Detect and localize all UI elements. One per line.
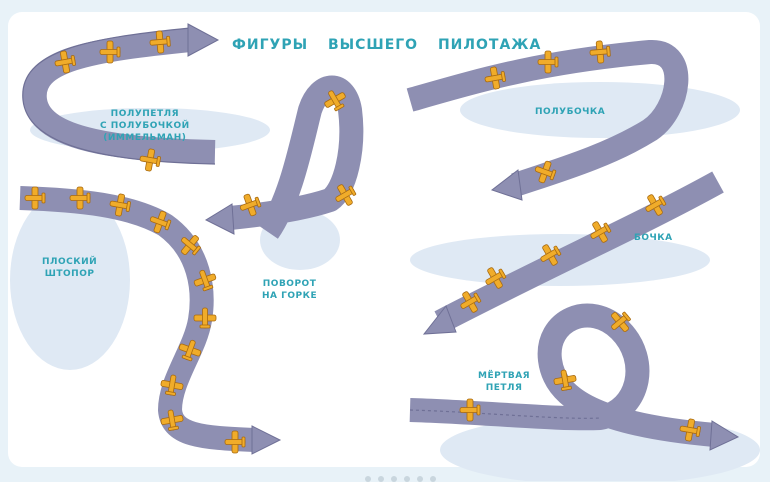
biplane-icon: [324, 90, 346, 112]
label-line: ПЛОСКИЙ: [42, 257, 98, 267]
biplane-icon: [160, 409, 184, 431]
label-line: БОЧКА: [634, 233, 673, 243]
biplane-icon: [139, 148, 161, 172]
label-half-roll: ПОЛУБОЧКА: [535, 106, 605, 118]
biplane-icon: [537, 50, 559, 74]
biplane-icon: [224, 430, 246, 454]
label-loop: МЁРТВАЯ ПЕТЛЯ: [478, 370, 530, 394]
page-dot[interactable]: [365, 476, 371, 482]
biplane-icon: [160, 374, 184, 396]
label-line: С ПОЛУБОЧКОЙ: [100, 121, 190, 131]
ribbon-loop: [409, 303, 717, 447]
arrowhead: [490, 169, 523, 201]
biplane-icon: [589, 40, 611, 64]
biplane-icon: [69, 186, 91, 210]
page-title: ФИГУРЫ ВЫСШЕГО ПИЛОТАЖА: [232, 37, 542, 53]
page-dot[interactable]: [417, 476, 423, 482]
label-immelmann: ПОЛУПЕТЛЯ С ПОЛУБОЧКОЙ (ИММЕЛЬМАН): [100, 108, 190, 144]
biplane-icon: [54, 50, 76, 74]
biplane-icon: [611, 311, 631, 332]
planes: [24, 30, 701, 454]
biplane-icon: [181, 235, 201, 256]
arrowhead: [709, 420, 740, 451]
label-roll: БОЧКА: [634, 232, 673, 244]
label-line: (ИММЕЛЬМАН): [103, 133, 187, 143]
label-turn: ПОВОРОТ НА ГОРКЕ: [262, 278, 317, 302]
page-dot[interactable]: [378, 476, 384, 482]
label-line: НА ГОРКЕ: [262, 291, 318, 301]
arrowheads: [187, 23, 740, 455]
biplane-icon: [553, 369, 577, 391]
ribbon-turn: [228, 75, 364, 239]
biplane-icon: [484, 66, 506, 90]
biplane-icon: [178, 339, 202, 362]
arrowhead: [422, 304, 457, 335]
biplane-icon: [99, 40, 121, 64]
biplane-icon: [149, 30, 171, 54]
label-line: МЁРТВАЯ: [478, 371, 531, 381]
label-flat-spin: ПЛОСКИЙ ШТОПОР: [42, 256, 97, 280]
label-line: ПОВОРОТ: [262, 279, 317, 289]
biplane-icon: [24, 186, 46, 210]
page-dot[interactable]: [430, 476, 436, 482]
biplane-icon: [193, 269, 217, 292]
biplane-icon: [679, 418, 701, 442]
biplane-icon: [149, 210, 172, 234]
page-dot[interactable]: [391, 476, 397, 482]
biplane-icon: [459, 398, 481, 422]
biplane-icon: [485, 267, 507, 289]
arrowhead: [187, 23, 220, 57]
biplane-icon: [590, 221, 612, 243]
biplane-icon: [645, 194, 667, 216]
biplane-icon: [460, 291, 482, 313]
pagination-dots: [365, 476, 436, 482]
biplane-icon: [540, 244, 562, 266]
biplane-icon: [109, 193, 131, 217]
arrowhead: [251, 425, 282, 455]
arrowhead: [204, 203, 235, 235]
label-line: ПОЛУПЕТЛЯ: [110, 109, 179, 119]
page-dot[interactable]: [404, 476, 410, 482]
label-line: ПОЛУБОЧКА: [535, 107, 606, 117]
label-line: ПЕТЛЯ: [485, 383, 523, 393]
biplane-icon: [193, 307, 217, 329]
biplane-icon: [534, 160, 557, 184]
biplane-icon: [335, 184, 357, 206]
ribbon-edges: [22, 27, 601, 419]
label-line: ШТОПОР: [44, 269, 95, 279]
ribbon-roll: [434, 171, 724, 333]
biplane-icon: [239, 193, 262, 217]
